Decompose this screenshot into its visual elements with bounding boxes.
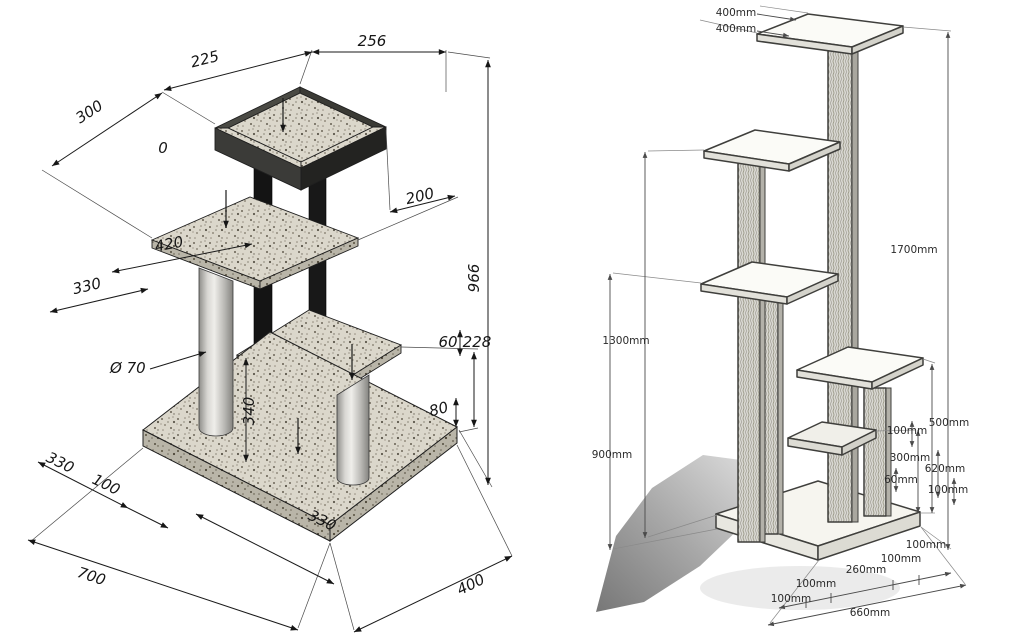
dim-label-900mm: 900mm [592,449,633,461]
dim-label-330-mid: 330 [71,274,103,298]
dimension-lines-left [27,49,513,633]
dim-label-400: 400 [454,570,488,599]
dim-label-400mm-d: 400mm [716,23,757,35]
dim-label-966: 966 [465,264,483,293]
dim-label-500mm: 500mm [929,417,970,429]
base-plate [142,331,458,543]
small-platform [796,346,924,390]
dim-label-100mm-b: 100mm [928,484,969,496]
left-blueprint: 256 225 300 0 200 420 330 966 60 228 80 … [27,32,513,633]
low-shelf [787,421,877,456]
top-platform [756,13,904,55]
dim-label-100mm-a: 100mm [887,425,928,437]
dim-label-100mm-c: 100mm [771,593,812,605]
dim-label-80: 80 [427,398,450,420]
position-arrows [223,98,355,454]
dim-label-660mm: 660mm [850,607,891,619]
dim-label-1700mm: 1700mm [890,244,937,256]
left-post-cylinder [198,267,234,437]
dim-label-225: 225 [189,47,221,71]
third-platform [700,261,839,305]
right-post-cylinder [336,374,370,486]
dim-label-100mm-e: 100mm [881,553,922,565]
dim-label-330-a: 330 [43,448,77,477]
dim-label-300: 300 [72,96,106,127]
dim-label-620mm: 620mm [925,463,966,475]
dim-label-400mm-w: 400mm [716,7,757,19]
dim-label-420: 420 [153,233,185,256]
post-second-platform [737,161,766,543]
dim-label-256: 256 [358,32,387,50]
dim-label-0: 0 [158,139,168,157]
dim-label-60: 60 [438,333,457,351]
dim-label-100mm-d: 100mm [796,578,837,590]
dim-label-100mm-f: 100mm [906,539,947,551]
second-platform [703,129,841,172]
post-small-platform [863,387,892,517]
dim-label-700: 700 [75,563,108,589]
dim-label-60mm: 60mm [884,474,918,486]
top-tray [214,86,387,191]
dimension-lines-right [607,13,967,627]
right-blueprint: 400mm 400mm 1700mm 1300mm 900mm 500mm 10… [592,5,970,627]
dim-label-diameter: Ø 70 [109,359,146,377]
dim-label-340: 340 [240,397,258,426]
dim-label-1300mm: 1300mm [602,335,649,347]
dim-label-300mm: 300mm [890,452,931,464]
dim-label-200: 200 [404,184,436,208]
dim-label-228: 228 [463,333,492,351]
dim-label-100: 100 [89,470,123,499]
dim-label-260mm: 260mm [846,564,887,576]
